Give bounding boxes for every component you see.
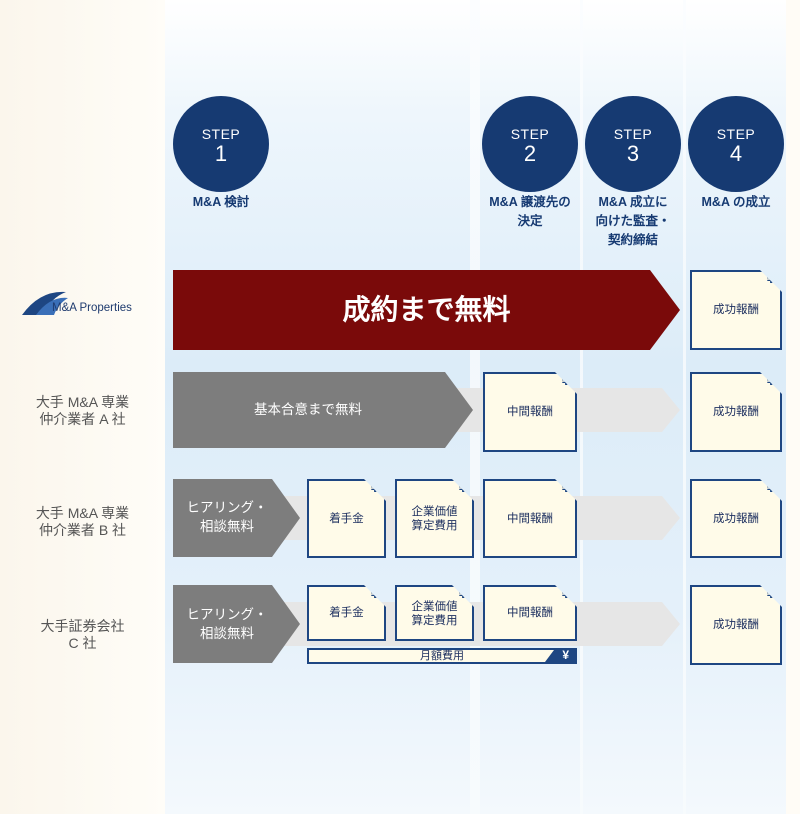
- card-label: 中間報酬: [507, 607, 553, 619]
- card-label: 成功報酬: [713, 406, 759, 418]
- row-b-label: 大手 M&A 専業仲介業者 B 社: [35, 505, 130, 538]
- logo-wave-mark: [22, 291, 66, 315]
- left-label-column: [0, 0, 165, 814]
- step2-badge: STEP 2: [482, 96, 578, 192]
- row-c-arrow-text: ヒアリング・相談無料: [186, 607, 268, 641]
- step-label: STEP: [201, 126, 241, 142]
- step-label: STEP: [716, 126, 756, 142]
- logo-wave-mark-2: [36, 297, 68, 315]
- card-label: 着手金: [329, 607, 364, 619]
- step-number: 4: [729, 141, 743, 166]
- step4-name: M&A の成立: [701, 195, 771, 209]
- card-label: 企業価値算定費用: [411, 506, 458, 532]
- row-b-success-fee-card: ¥ 成功報酬: [690, 479, 782, 558]
- step1-name: M&A 検討: [192, 195, 250, 209]
- card-label: 成功報酬: [713, 513, 759, 525]
- mna-properties-logo-text: M&A Properties: [52, 302, 132, 314]
- free-until-contract-banner: [173, 270, 680, 350]
- row-a-gray-arrow: [173, 372, 473, 448]
- step3-badge: STEP 3: [585, 96, 681, 192]
- banner-text: 成約まで無料: [342, 294, 511, 325]
- step4-badge: STEP 4: [688, 96, 784, 192]
- step3-name: M&A 成立に向けた監査・契約締結: [595, 195, 671, 247]
- card-label: 成功報酬: [713, 304, 759, 316]
- mna-success-fee-card: ¥ 成功報酬: [690, 270, 782, 350]
- step-number: 2: [523, 141, 537, 166]
- card-label: 着手金: [329, 513, 364, 525]
- monthly-fee-label: 月額費用: [420, 650, 464, 662]
- row-a-success-fee-card: ¥ 成功報酬: [690, 372, 782, 452]
- row-b-retainer-card: ¥ 着手金: [307, 479, 386, 558]
- row-b-arrow-text: ヒアリング・相談無料: [186, 500, 268, 534]
- row-c-interim-fee-card: ¥ 中間報酬: [483, 585, 577, 641]
- card-label: 企業価値算定費用: [411, 601, 458, 627]
- monthly-fee-corner: [545, 650, 575, 662]
- row-b-interim-fee-card: ¥ 中間報酬: [483, 479, 577, 558]
- row-a-interim-fee-card: ¥ 中間報酬: [483, 372, 577, 452]
- card-label: 中間報酬: [507, 513, 553, 525]
- column-gap: [683, 0, 686, 814]
- row-a-arrow-text: 基本合意まで無料: [254, 402, 362, 417]
- card-label: 中間報酬: [507, 406, 553, 418]
- step-label: STEP: [613, 126, 653, 142]
- step-number: 3: [626, 141, 640, 166]
- step1-badge: STEP 1: [173, 96, 269, 192]
- step2-name: M&A 譲渡先の決定: [489, 195, 571, 228]
- row-a-label: 大手 M&A 専業仲介業者 A 社: [35, 394, 130, 427]
- step-number: 1: [214, 141, 228, 166]
- row-b-gray-arrow: [173, 479, 300, 557]
- row-c-success-fee-card: ¥ 成功報酬: [690, 585, 782, 665]
- row-c-gray-arrow: [173, 585, 300, 663]
- step-label: STEP: [510, 126, 550, 142]
- card-label: 成功報酬: [713, 619, 759, 631]
- yen-icon: ¥: [562, 648, 569, 662]
- row-c-monthly-fee-bar: 月額費用 ¥: [307, 648, 577, 664]
